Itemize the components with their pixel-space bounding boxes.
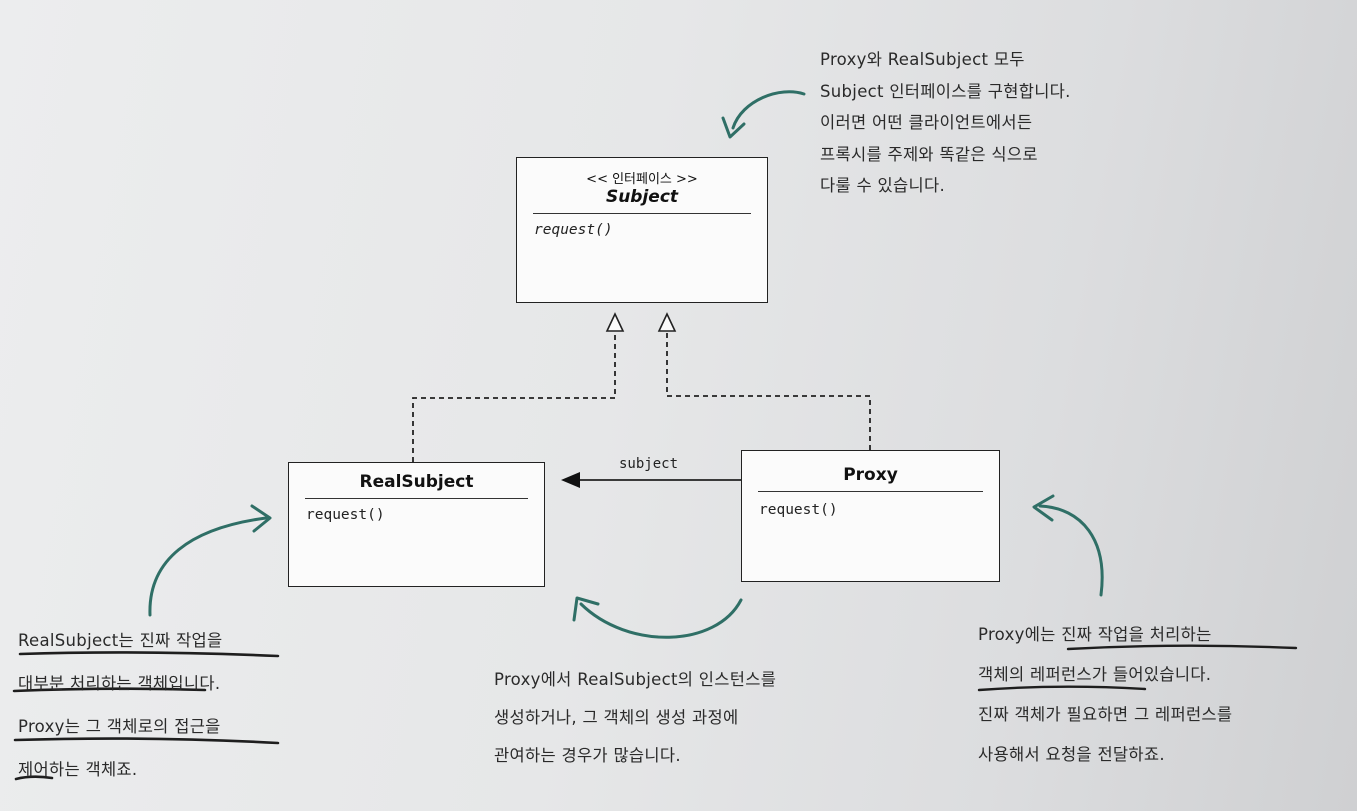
- subject-divider: [533, 213, 751, 214]
- annotation-arrow-top: [731, 90, 806, 130]
- proxy-class-name: Proxy: [843, 465, 898, 485]
- note-middle: Proxy에서 RealSubject의 인스턴스를 생성하거나, 그 객체의 …: [494, 661, 776, 775]
- annotation-arrowhead-top: [721, 116, 746, 139]
- proxy-divider: [758, 491, 983, 492]
- annotation-arrowhead-middle: [572, 596, 600, 622]
- underline-right-2: [977, 685, 1147, 692]
- note-top: Proxy와 RealSubject 모두 Subject 인터페이스를 구현합…: [820, 44, 1071, 202]
- note-top-line-3: 이러면 어떤 클라이언트에서든: [820, 113, 1033, 132]
- note-left-line-3: Proxy는 그 객체로의 접근을: [18, 717, 221, 736]
- underline-right-1: [1066, 644, 1298, 651]
- underline-left-1: [18, 651, 280, 658]
- proxy-operation: request(): [759, 502, 838, 518]
- underline-left-4: [14, 775, 54, 781]
- underline-left-2: [12, 687, 207, 693]
- note-top-line-1: Proxy와 RealSubject 모두: [820, 50, 1025, 69]
- subject-interface-box: << 인터페이스 >> Subject request(): [516, 157, 768, 303]
- realsubject-divider: [305, 498, 528, 499]
- note-right-line-3: 진짜 객체가 필요하면 그 레퍼런스를: [978, 705, 1233, 724]
- note-right-line-2: 객체의 레퍼런스가 들어있습니다.: [978, 665, 1212, 684]
- realization-line-realsubject: [412, 333, 616, 462]
- annotation-arrow-middle: [579, 598, 743, 639]
- proxy-class-box: Proxy request(): [741, 450, 1000, 582]
- annotation-arrowhead-left: [250, 504, 272, 533]
- note-right: Proxy에는 진짜 작업을 처리하는 객체의 레퍼런스가 들어있습니다. 진짜…: [978, 615, 1232, 775]
- note-left: RealSubject는 진짜 작업을 대부분 처리하는 객체입니다. Prox…: [18, 619, 223, 791]
- realsubject-class-box: RealSubject request(): [288, 462, 545, 587]
- note-right-line-4: 사용해서 요청을 전달하죠.: [978, 745, 1165, 764]
- association-arrowhead: [561, 472, 580, 488]
- note-middle-line-1: Proxy에서 RealSubject의 인스턴스를: [494, 670, 777, 689]
- note-right-line-1: Proxy에는 진짜 작업을 처리하는: [978, 625, 1212, 644]
- subject-class-name: Subject: [605, 187, 679, 207]
- note-top-line-4: 프록시를 주제와 똑같은 식으로: [820, 144, 1038, 164]
- realsubject-class-name: RealSubject: [359, 472, 474, 492]
- subject-operation: request(): [534, 222, 613, 238]
- note-left-line-2: 대부분 처리하는 객체입니다.: [18, 674, 221, 693]
- subject-stereotype: << 인터페이스 >>: [586, 172, 698, 187]
- note-middle-line-2: 생성하거나, 그 객체의 생성 과정에: [494, 708, 739, 727]
- realization-line-proxy: [666, 333, 871, 450]
- annotation-arrowhead-right: [1032, 494, 1055, 522]
- note-top-line-2: Subject 인터페이스를 구현합니다.: [820, 81, 1071, 101]
- realization-arrowhead-proxy: [657, 312, 677, 332]
- note-middle-line-3: 관여하는 경우가 많습니다.: [494, 746, 681, 765]
- association-label: subject: [619, 456, 679, 472]
- annotation-arrow-left: [148, 516, 268, 617]
- note-left-line-1: RealSubject는 진짜 작업을: [18, 631, 223, 650]
- realsubject-operation: request(): [306, 507, 385, 523]
- realization-arrowhead-realsubject: [605, 312, 625, 332]
- underline-left-3: [13, 737, 280, 745]
- annotation-arrow-right: [1038, 504, 1104, 597]
- note-top-line-5: 다룰 수 있습니다.: [820, 176, 945, 195]
- note-left-line-4: 제어하는 객체죠.: [18, 760, 138, 779]
